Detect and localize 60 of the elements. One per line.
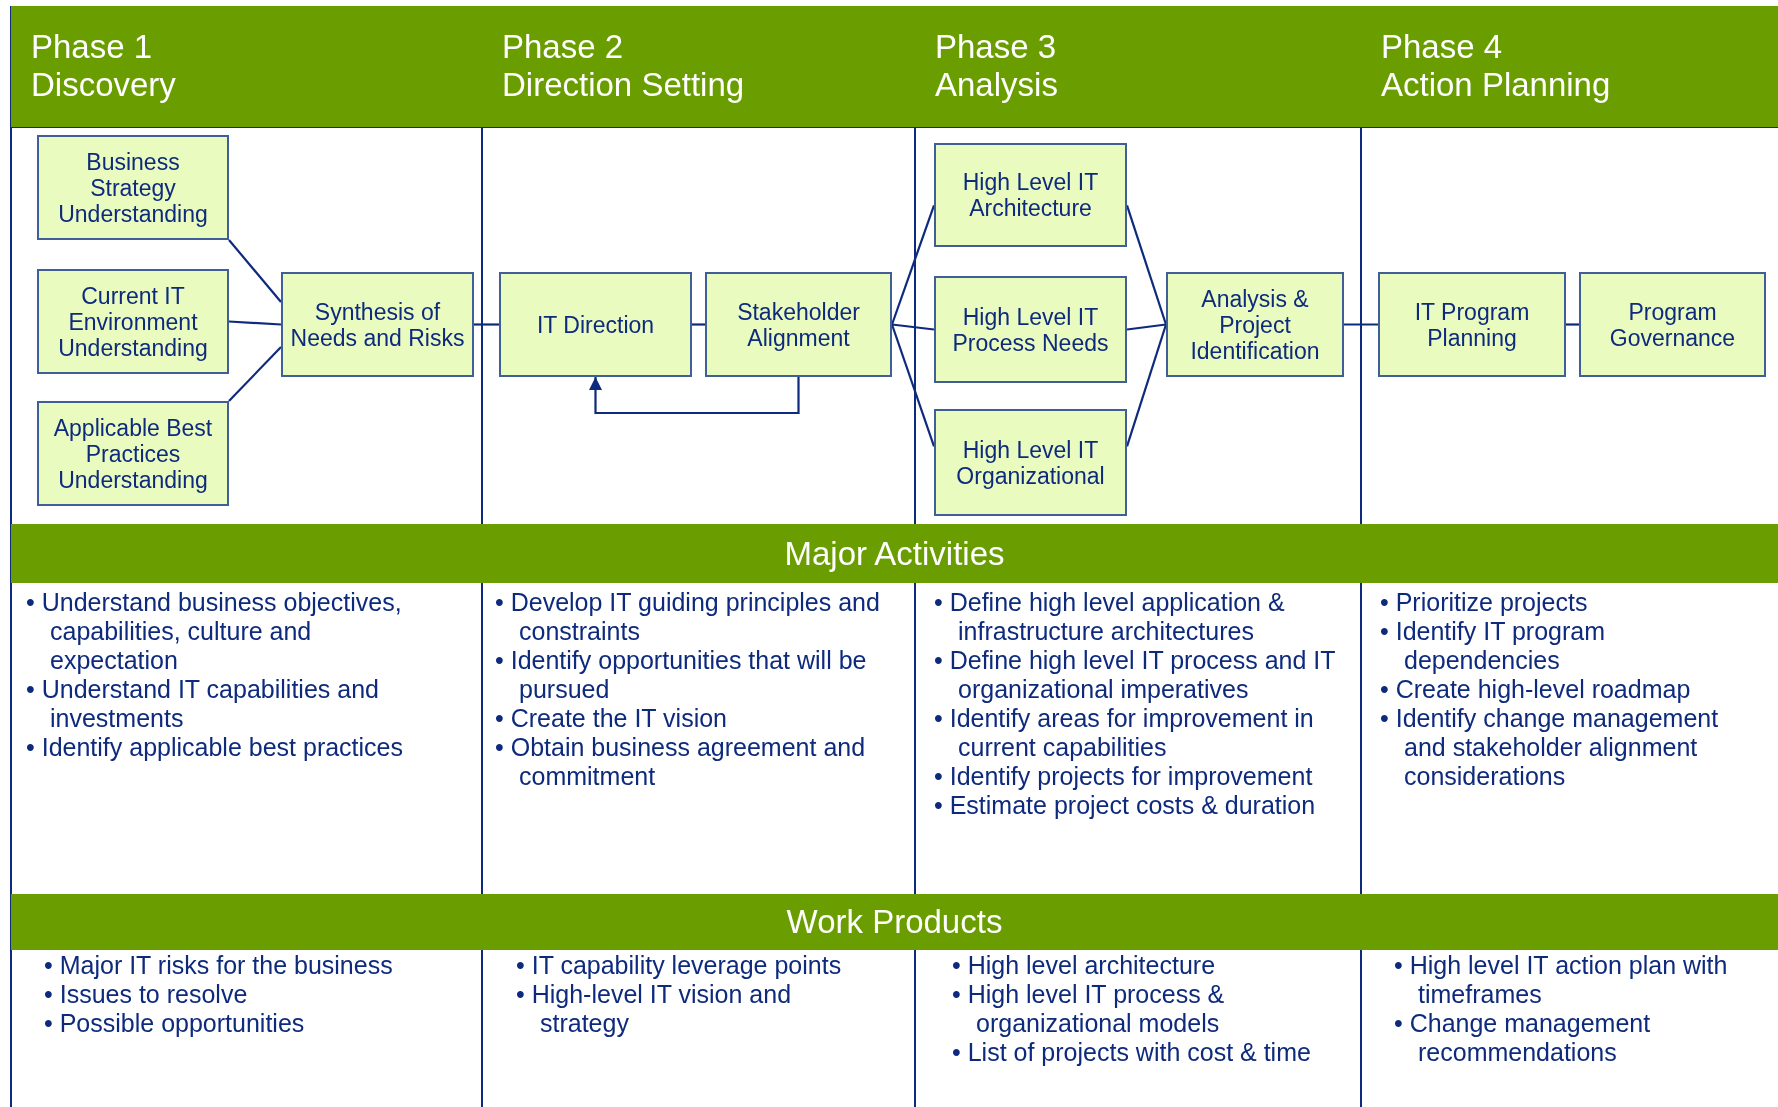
phase-title: Direction Setting xyxy=(502,66,746,104)
bullet-item: • Obtain business agreement and commitment xyxy=(495,733,867,791)
connector-line xyxy=(1126,323,1167,331)
connector-line xyxy=(1566,323,1579,326)
process-box: Current IT Environment Understanding xyxy=(37,269,229,374)
bullet-item: • High-level IT vision and strategy xyxy=(516,980,793,1038)
section-band: Work Products xyxy=(11,894,1778,950)
bullet-item: • Change management recommendations xyxy=(1394,1009,1652,1067)
bullet-item: • Major IT risks for the business xyxy=(44,951,394,980)
bullet-item: • Create high-level roadmap xyxy=(1380,675,1692,704)
process-box: Program Governance xyxy=(1579,272,1766,377)
bullet-item: • Create the IT vision xyxy=(495,704,728,733)
phase-title: Phase 3 xyxy=(935,28,1058,66)
process-box: High Level IT Process Needs xyxy=(934,276,1127,383)
process-box: High Level IT Organizational xyxy=(934,409,1127,516)
process-box: IT Program Planning xyxy=(1378,272,1566,377)
bullet-item: • Identify IT program dependencies xyxy=(1380,617,1607,675)
bullet-item: • Identify projects for improvement xyxy=(934,762,1314,791)
arrow xyxy=(588,377,800,415)
process-box: Applicable Best Practices Understanding xyxy=(37,401,229,506)
phase-title: Phase 1 xyxy=(31,28,154,66)
phase-title: Discovery xyxy=(31,66,177,104)
bullet-item: • List of projects with cost & time xyxy=(952,1038,1312,1067)
bullet-item: • Issues to resolve xyxy=(44,980,249,1009)
process-box: Business Strategy Understanding xyxy=(37,135,229,240)
process-box: Stakeholder Alignment xyxy=(705,272,892,377)
connector-line xyxy=(474,323,499,326)
bullet-item: • Prioritize projects xyxy=(1380,588,1589,617)
phase-title: Phase 4 xyxy=(1381,28,1504,66)
bullet-item: • Identify change management and stakeholder alignment considerations xyxy=(1380,704,1720,791)
bullet-item: • Identify areas for improvement in current capabilities xyxy=(934,704,1315,762)
bullet-item: • Identify opportunities that will be pursued xyxy=(495,646,868,704)
connector-line xyxy=(228,239,282,303)
bullet-item: • IT capability leverage points xyxy=(516,951,843,980)
connector-line xyxy=(891,323,935,331)
process-box: IT Direction xyxy=(499,272,692,377)
phase-title: Phase 2 xyxy=(502,28,625,66)
bullet-item: • Develop IT guiding principles and constraints xyxy=(495,588,881,646)
bullet-item: • Understand business objectives, capabilities, culture and expectation xyxy=(26,588,403,675)
bullet-item: • Possible opportunities xyxy=(44,1009,306,1038)
process-box: High Level IT Architecture xyxy=(934,143,1127,247)
connector-line xyxy=(228,346,282,402)
section-band: Major Activities xyxy=(11,524,1778,583)
bullet-item: • Understand IT capabilities and investments xyxy=(26,675,380,733)
connector-line xyxy=(692,323,705,326)
phase-header xyxy=(1361,6,1778,127)
bullet-item: • High level IT action plan with timeframes xyxy=(1394,951,1729,1009)
bullet-item: • High level IT process & organizational models xyxy=(952,980,1226,1038)
phase-title: Action Planning xyxy=(1381,66,1612,104)
connector-line xyxy=(228,320,282,326)
process-box: Synthesis of Needs and Risks xyxy=(281,272,474,377)
bullet-item: • Define high level IT process and IT organizational imperatives xyxy=(934,646,1337,704)
phase-title: Analysis xyxy=(935,66,1059,104)
bullet-item: • Estimate project costs & duration xyxy=(934,791,1317,820)
connector-line xyxy=(1344,323,1378,326)
process-box: Analysis & Project Identification xyxy=(1166,272,1344,377)
bullet-item: • High level architecture xyxy=(952,951,1217,980)
phase-header xyxy=(11,6,482,127)
bullet-item: • Identify applicable best practices xyxy=(26,733,404,762)
bullet-item: • Define high level application & infrastructure architectures xyxy=(934,588,1286,646)
